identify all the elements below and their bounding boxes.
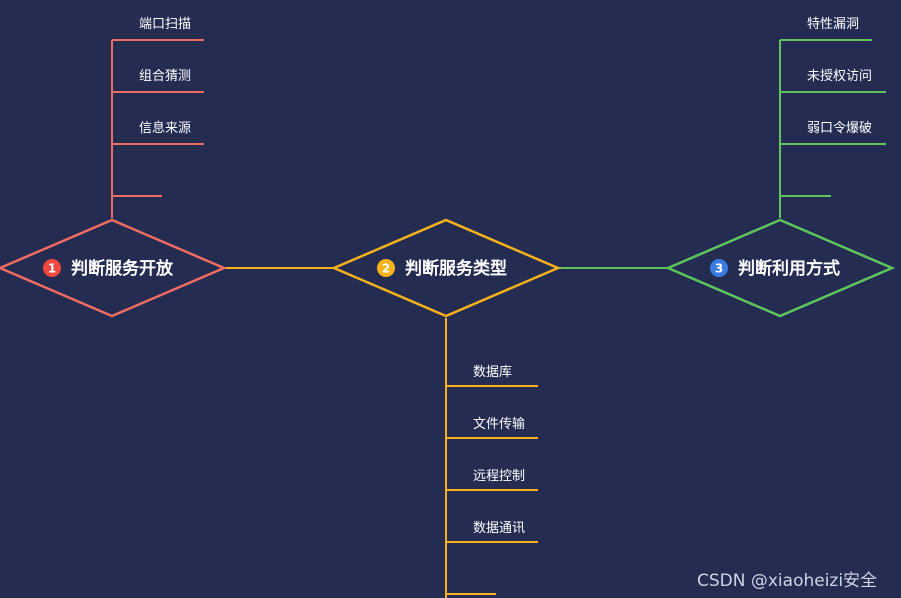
number-badge-1-text: 1 [48, 262, 56, 276]
leaf-label-data-comm[interactable]: 数据通讯 [473, 521, 525, 536]
leaf-label-unauth-access[interactable]: 未授权访问 [807, 68, 872, 84]
branch-type: 数据库 文件传输 远程控制 数据通讯 [445, 318, 538, 598]
node-open[interactable]: 1 判断服务开放 [0, 218, 228, 318]
number-badge-3 [710, 259, 728, 277]
leaf-label-database[interactable]: 数据库 [473, 364, 512, 380]
number-badge-2-text: 2 [382, 262, 390, 276]
node-type-diamond [330, 218, 562, 318]
watermark: CSDN @xiaoheizi安全 [697, 571, 878, 591]
number-badge-2 [377, 259, 395, 277]
leaf-label-combo-guess[interactable]: 组合猜测 [139, 69, 191, 84]
node-exploit[interactable]: 3 判断利用方式 [664, 218, 896, 318]
leaf-label-file-transfer[interactable]: 文件传输 [473, 416, 525, 432]
number-badge-1 [43, 259, 61, 277]
node-exploit-diamond [664, 218, 896, 318]
node-type[interactable]: 2 判断服务类型 [330, 218, 562, 318]
leaf-label-weak-password[interactable]: 弱口令爆破 [807, 121, 872, 136]
leaf-label-feature-vuln[interactable]: 特性漏洞 [807, 16, 859, 32]
branch-open: 端口扫描 组合猜测 信息来源 [111, 17, 204, 218]
number-badge-3-text: 3 [715, 262, 723, 276]
node-exploit-title: 判断利用方式 [738, 258, 840, 279]
leaf-label-remote-control[interactable]: 远程控制 [473, 469, 525, 484]
node-open-diamond [0, 218, 228, 318]
node-type-title: 判断服务类型 [405, 258, 507, 279]
node-open-title: 判断服务开放 [71, 258, 174, 279]
branch-exploit: 特性漏洞 未授权访问 弱口令爆破 [779, 16, 886, 218]
leaf-label-info-source[interactable]: 信息来源 [139, 120, 191, 136]
leaf-label-port-scan[interactable]: 端口扫描 [139, 17, 191, 32]
